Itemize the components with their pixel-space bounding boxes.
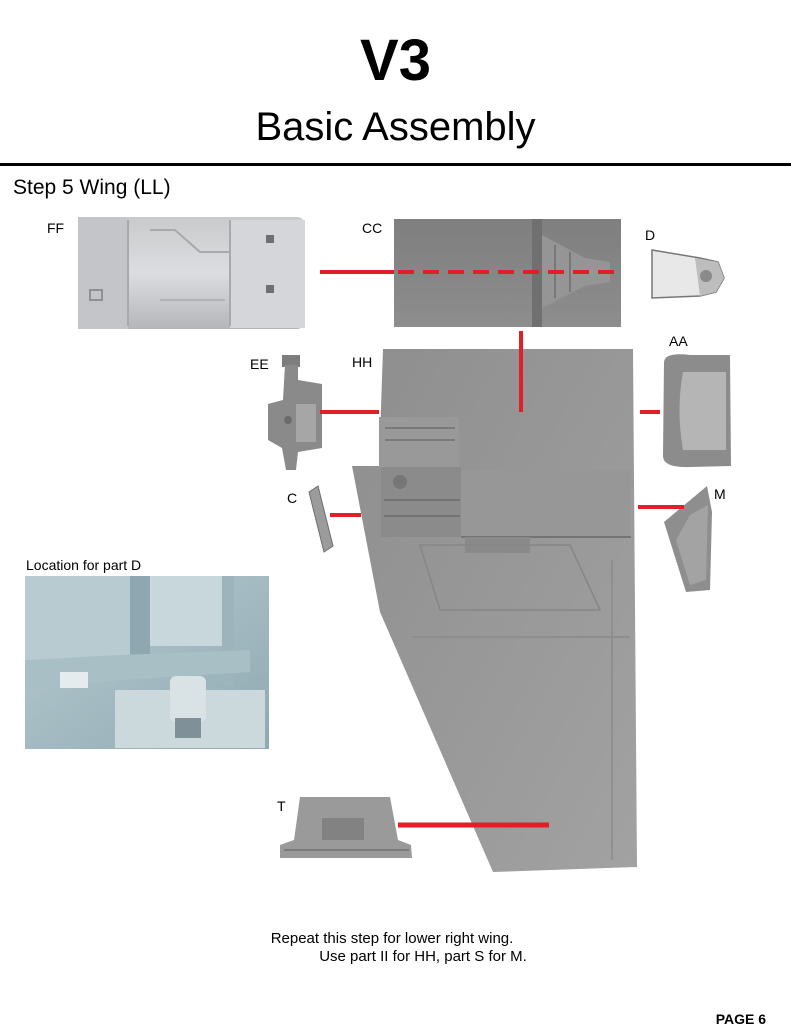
label-part-d: D <box>645 227 656 243</box>
label-part-hh: HH <box>352 354 373 370</box>
part-c-image <box>308 485 334 553</box>
footer-note-line-2: Use part II for HH, part S for M. <box>319 948 527 965</box>
label-part-t: T <box>277 798 286 814</box>
part-aa-image <box>662 354 731 468</box>
label-part-c: C <box>287 490 298 506</box>
label-part-ee: EE <box>250 356 269 372</box>
part-t-image <box>280 797 412 858</box>
label-part-cc: CC <box>362 220 383 236</box>
footer-note-line-1: Repeat this step for lower right wing. <box>270 930 514 947</box>
inset-photo <box>25 576 269 749</box>
part-ff-image <box>78 217 305 329</box>
guide-lines <box>320 270 684 828</box>
label-part-aa: AA <box>669 333 688 349</box>
page-title: V3 <box>360 28 431 93</box>
inset-label: Location for part D <box>26 557 142 573</box>
part-d-image <box>651 249 725 299</box>
label-part-m: M <box>714 486 726 502</box>
part-hh-image <box>352 349 637 872</box>
step-heading: Step 5 Wing (LL) <box>13 176 171 199</box>
page-subtitle: Basic Assembly <box>255 105 536 149</box>
header-divider <box>0 163 791 166</box>
page-number: PAGE 6 <box>715 1011 766 1027</box>
label-part-ff: FF <box>47 220 65 236</box>
part-ee-image <box>268 355 322 470</box>
part-m-image <box>664 486 712 592</box>
